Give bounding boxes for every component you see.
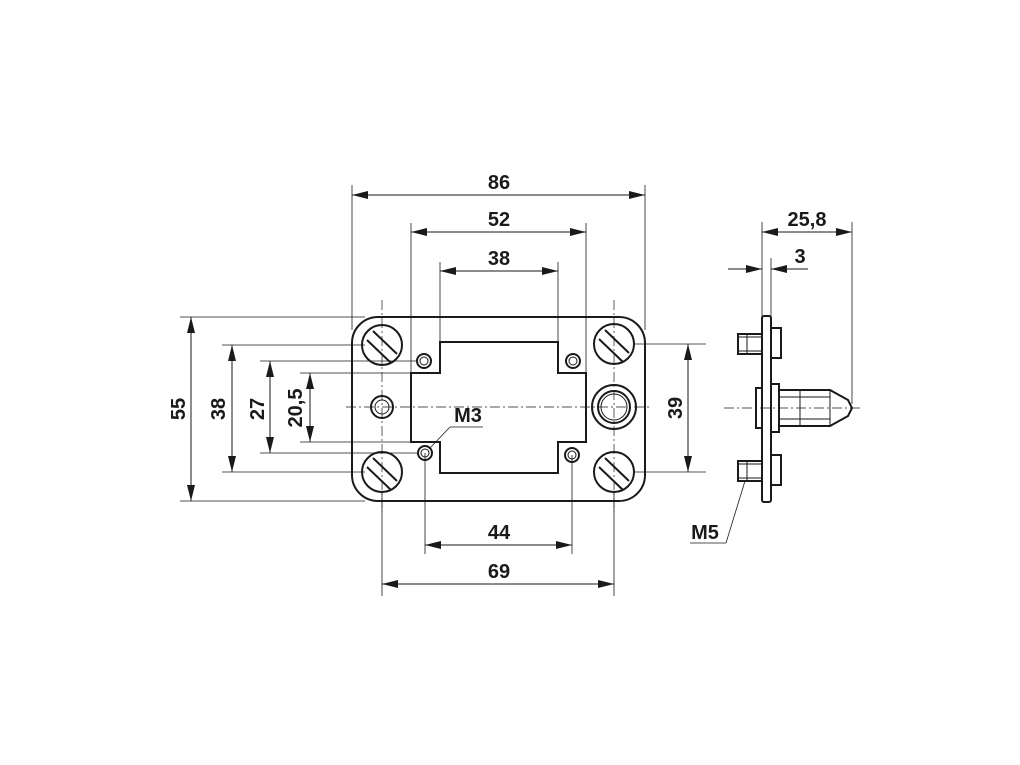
dim-label-3: 3 — [794, 246, 805, 268]
dim-label-27: 27 — [247, 398, 269, 420]
side-dimension-lines — [690, 222, 853, 544]
front-plate-outline — [351, 316, 646, 502]
dim-label-38-horizontal: 38 — [488, 248, 510, 270]
dim-label-25-8: 25,8 — [788, 209, 827, 231]
side-view — [724, 315, 862, 503]
thread-label-m3: M3 — [454, 405, 482, 427]
thread-label-m5: M5 — [691, 522, 719, 544]
dim-label-39: 39 — [665, 397, 687, 419]
dim-label-38-vertical: 38 — [208, 398, 230, 420]
dim-label-86: 86 — [488, 172, 510, 194]
m3-hole-top-right — [565, 353, 581, 369]
dim-label-69: 69 — [488, 561, 510, 583]
dim-label-44: 44 — [488, 522, 511, 544]
dim-label-20-5: 20,5 — [285, 389, 307, 428]
front-dimension-lines — [187, 191, 692, 588]
front-view — [346, 300, 650, 512]
front-extension-lines — [180, 185, 706, 596]
dim-label-55: 55 — [168, 398, 190, 420]
m3-hole-top-left — [416, 353, 432, 369]
dim-label-52: 52 — [488, 209, 510, 231]
front-plate-cutout — [410, 341, 587, 474]
